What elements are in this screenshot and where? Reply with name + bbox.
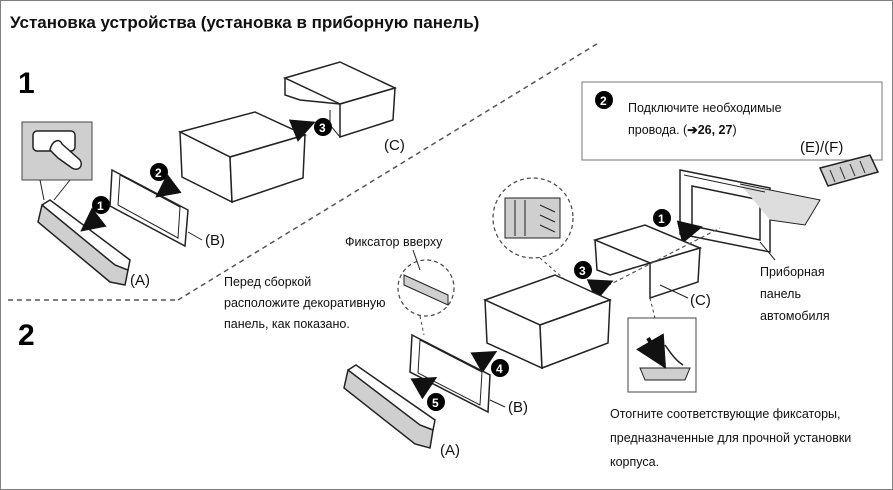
callout-1-step2 <box>653 209 671 227</box>
dashboard-label-line1: Приборная <box>760 265 825 279</box>
connect-note-line2: провода. (➔26, 27) <box>628 123 737 137</box>
arrow-icon <box>288 119 316 142</box>
arrow-icon <box>410 377 438 400</box>
part-label-b-step2: (B) <box>508 399 528 416</box>
part-label-b-step1: (B) <box>205 232 225 249</box>
sleeve-detail-inset <box>492 177 574 259</box>
finger-icon <box>49 139 83 171</box>
svg-text:2: 2 <box>155 166 162 180</box>
dashboard-label-line2: панель <box>760 287 801 301</box>
wire-connector-icon <box>818 154 880 187</box>
sleeve-c-step1 <box>282 61 398 139</box>
part-label-c-step2: (C) <box>690 292 711 309</box>
vehicle-dashboard <box>679 169 821 253</box>
faceplate-note-line3: панель, как показано. <box>224 317 350 331</box>
arrow-icon <box>586 279 614 302</box>
faceplate-a-step2 <box>343 364 436 449</box>
release-button-inset <box>21 121 93 201</box>
head-unit-step2 <box>483 274 612 370</box>
latch-detail-inset <box>397 259 455 317</box>
press-arrow-icon <box>636 333 667 369</box>
head-unit-step1 <box>177 111 308 204</box>
dashed-divider <box>177 41 601 301</box>
faceplate-note-line1: Перед сборкой <box>224 275 311 289</box>
svg-text:3: 3 <box>579 264 586 278</box>
arrow-icon <box>676 220 703 244</box>
trim-plate-b-step1 <box>109 168 189 248</box>
latch-label: Фиксатор вверху <box>345 235 443 249</box>
svg-text:2: 2 <box>600 94 607 108</box>
arrow-icon <box>155 173 182 198</box>
sleeve-c-step2 <box>592 224 703 300</box>
svg-text:4: 4 <box>496 362 503 376</box>
trim-plate-b-step2 <box>409 333 491 414</box>
faceplate-note-line2: расположите декоративную <box>224 296 386 310</box>
part-label-a-step2: (A) <box>440 442 460 459</box>
svg-text:1: 1 <box>658 212 665 226</box>
step-number-1: 1 <box>18 67 35 100</box>
bend-note-line3: корпуса. <box>610 455 659 469</box>
svg-text:3: 3 <box>319 121 326 135</box>
page-title: Установка устройства (установка в прибор… <box>10 13 479 32</box>
faceplate-a-step1 <box>37 199 131 286</box>
bend-note-line1: Отогните соответствующие фиксаторы, <box>610 407 841 421</box>
bend-note-line2: предназначенные для прочной установки <box>610 431 851 445</box>
dashboard-label-line3: автомобиля <box>760 309 830 323</box>
arrow-ref-icon: ➔ <box>687 123 698 137</box>
callout-2-connect <box>595 91 613 109</box>
svg-text:5: 5 <box>432 396 439 410</box>
part-label-a-step1: (A) <box>130 272 150 289</box>
step-number-2: 2 <box>18 319 35 352</box>
arrow-icon <box>470 351 498 374</box>
callout-3-step1 <box>314 118 332 136</box>
svg-text:1: 1 <box>97 199 104 213</box>
part-label-ef: (E)/(F) <box>800 139 843 156</box>
connect-note-box <box>581 81 883 161</box>
arrow-icon <box>80 207 107 232</box>
connect-note-line1: Подключите необходимые <box>628 101 782 115</box>
part-label-c-step1: (C) <box>384 137 405 154</box>
bend-tab-inset <box>627 317 697 393</box>
callout-3-step2 <box>574 261 592 279</box>
